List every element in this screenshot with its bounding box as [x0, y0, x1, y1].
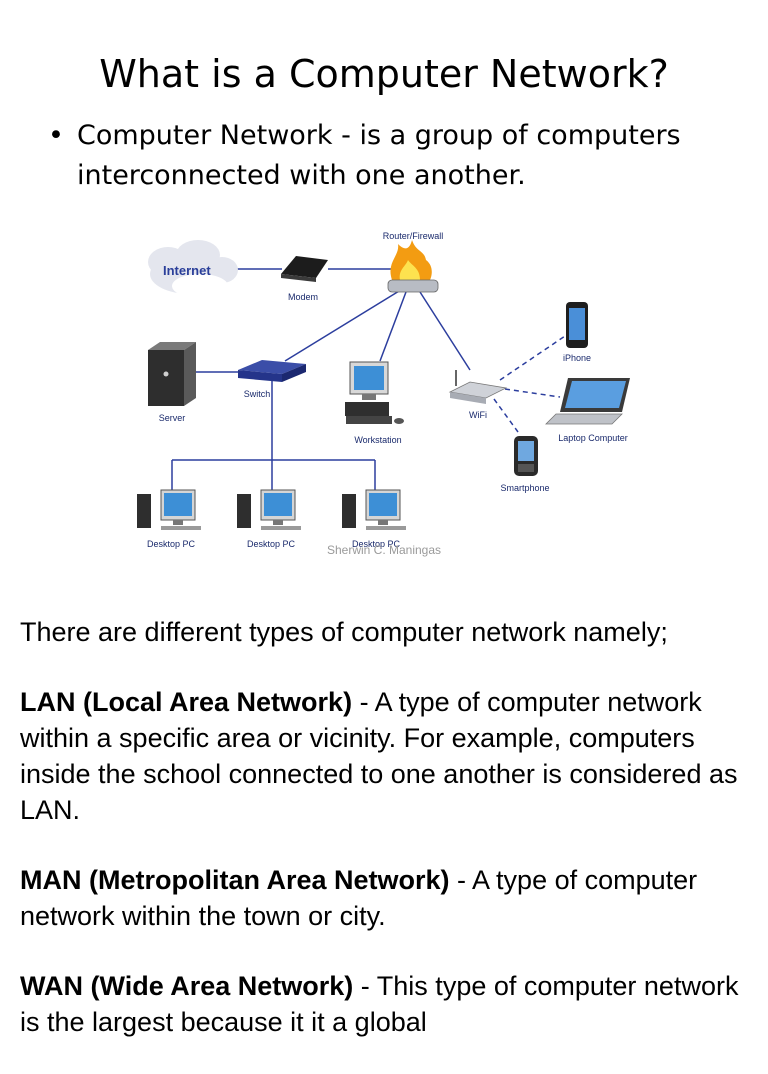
switch-icon: [238, 360, 306, 382]
iphone-label: iPhone: [563, 353, 591, 363]
server-icon: [148, 342, 196, 406]
wan-term: WAN (Wide Area Network): [20, 971, 354, 1001]
desktop-pc-label: Desktop PC: [352, 539, 401, 549]
desktop-pc-icon: [342, 489, 406, 530]
lan-term: LAN (Local Area Network): [20, 687, 353, 717]
wired-links: [171, 268, 471, 494]
desktop-pc-label: Desktop PC: [147, 539, 196, 549]
network-diagram: Internet Modem Router/Firewall Server Sw…: [137, 231, 630, 557]
smartphone-label: Smartphone: [500, 483, 549, 493]
network-types-text: There are different types of computer ne…: [20, 614, 760, 1074]
watermark: Sherwin C. Maningas: [327, 543, 441, 557]
man-paragraph: MAN (Metropolitan Area Network) - A type…: [20, 862, 760, 934]
man-description: - A type of computer network within the …: [20, 865, 698, 931]
internet-label: Internet: [163, 263, 211, 278]
bullet-dot: •: [48, 120, 64, 151]
desktop-pc-icon: [137, 489, 201, 530]
definition-bullet: • Computer Network - is a group of compu…: [48, 116, 748, 196]
desktop-pc-icon: [237, 489, 301, 530]
workstation-icon: [345, 361, 404, 424]
modem-label: Modem: [288, 292, 318, 302]
lan-description: - A type of computer network within a sp…: [20, 687, 738, 825]
server-label: Server: [159, 413, 186, 423]
lan-paragraph: LAN (Local Area Network) - A type of com…: [20, 684, 760, 828]
bullet-text: Computer Network - is a group of compute…: [77, 120, 681, 191]
laptop-label: Laptop Computer: [558, 433, 628, 443]
intro-paragraph: There are different types of computer ne…: [20, 617, 668, 647]
wan-paragraph: WAN (Wide Area Network) - This type of c…: [20, 968, 760, 1040]
router-label: Router/Firewall: [383, 231, 444, 241]
desktop-pc-label: Desktop PC: [247, 539, 296, 549]
workstation-label: Workstation: [354, 435, 401, 445]
man-term: MAN (Metropolitan Area Network): [20, 865, 450, 895]
laptop-computer-icon: [545, 378, 630, 425]
smartphone-icon: [514, 436, 538, 476]
wifi-router-icon: [448, 370, 508, 404]
wifi-label: WiFi: [469, 410, 487, 420]
switch-label: Switch: [244, 389, 271, 399]
modem-icon: [281, 256, 328, 282]
slide-title: What is a Computer Network?: [99, 52, 669, 96]
wireless-links: [493, 333, 569, 433]
iphone-icon: [566, 302, 588, 348]
internet-cloud-icon: [148, 240, 238, 298]
router-firewall-icon: [387, 240, 439, 293]
